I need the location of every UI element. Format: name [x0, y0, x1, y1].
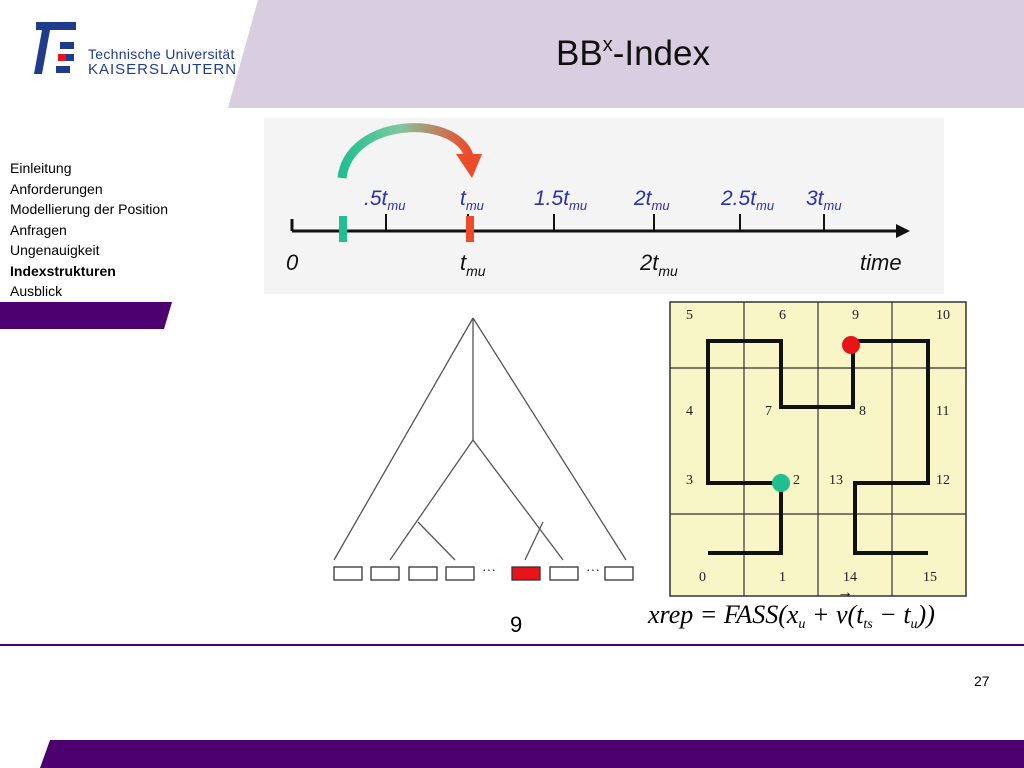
- tick-label-2.5: 2.5tmu: [720, 187, 774, 213]
- nav-item-anforderungen[interactable]: Anforderungen: [10, 180, 103, 197]
- university-logo-text: Technische Universität KAISERSLAUTERN: [88, 46, 237, 78]
- cell-label: 5: [686, 308, 693, 323]
- nav-item-ausblick[interactable]: Ausblick: [10, 283, 63, 299]
- cell-label: 0: [699, 570, 706, 585]
- cell-label: 4: [686, 404, 693, 419]
- footer-bar: [40, 740, 1024, 768]
- cell-label: 12: [936, 473, 950, 488]
- cell-label: 8: [859, 404, 866, 419]
- tick-label-1: tmu: [460, 187, 484, 213]
- nav-item-modellierung[interactable]: Modellierung der Position: [10, 201, 168, 217]
- ellipsis-2: ···: [586, 561, 600, 577]
- title-rest: -Index: [612, 34, 710, 73]
- space-filling-curve-grid: 5 6 9 10 4 7 8 11 3 2 13 12 0 1 14 15: [669, 301, 967, 597]
- formula-fn: FASS: [723, 600, 779, 629]
- formula-lhs: xrep: [648, 600, 694, 629]
- leaf-node-highlighted: [511, 566, 541, 581]
- axis-label-2t: 2tmu: [639, 250, 678, 279]
- page-number: 27: [974, 673, 990, 689]
- title-superscript: x: [602, 34, 613, 56]
- tick-label-3: 3tmu: [806, 187, 842, 213]
- cell-label: 2: [793, 473, 800, 488]
- query-point-green: [772, 474, 790, 492]
- university-logo-icon: [34, 22, 76, 74]
- timeline-figure: .5tmu tmu 1.5tmu 2tmu 2.5tmu 3tmu 0 tmu …: [264, 118, 944, 294]
- cell-label: 11: [936, 404, 949, 419]
- leaf-node: [604, 566, 634, 581]
- transition-arc: [337, 123, 474, 179]
- section-nav: Einleitung Anforderungen Modellierung de…: [10, 158, 168, 302]
- tick-label-0.5: .5tmu: [364, 187, 405, 213]
- cell-label: 13: [829, 473, 843, 488]
- formula-sub-u2: u: [910, 617, 918, 632]
- query-point-red: [842, 336, 860, 354]
- leaf-node: [333, 566, 363, 581]
- leaf-node: [370, 566, 400, 581]
- time-axis-arrow: [896, 224, 910, 238]
- formula-t: t: [856, 600, 864, 629]
- z-curve-path: [706, 339, 930, 555]
- formula-t2: t: [903, 600, 911, 629]
- formula-eq: =: [693, 600, 724, 629]
- formula-sub-u: u: [798, 617, 806, 632]
- formula-vector-v: v→: [835, 584, 853, 629]
- now-marker: [466, 216, 474, 242]
- formula-sub-ts: ts: [863, 617, 873, 632]
- axis-label-0: 0: [286, 250, 299, 275]
- slide-title: BBx-Index: [556, 34, 710, 74]
- ellipsis-1: ···: [482, 561, 496, 577]
- formula: xrep = FASS(xu + v→(tts − tu)): [648, 584, 935, 632]
- footer-rule: [0, 644, 1024, 646]
- bx-tree-figure: ··· ···: [333, 317, 634, 581]
- start-marker: [339, 216, 347, 242]
- nav-item-indexstrukturen[interactable]: Indexstrukturen: [10, 262, 116, 279]
- cell-label: 10: [936, 308, 950, 323]
- tick-label-2: 2tmu: [633, 187, 670, 213]
- cell-label: 6: [779, 308, 786, 323]
- cell-label: 3: [686, 473, 693, 488]
- leaf-node: [445, 566, 475, 581]
- axis-label-time: time: [860, 250, 902, 275]
- tick-label-1.5: 1.5tmu: [534, 187, 587, 213]
- title-base: BB: [556, 34, 603, 73]
- nav-item-einleitung[interactable]: Einleitung: [10, 160, 72, 176]
- nav-item-anfragen[interactable]: Anfragen: [10, 221, 67, 238]
- tree-caption: 9: [510, 612, 523, 637]
- cell-label: 1: [779, 570, 786, 585]
- logo-line1: Technische Universität: [88, 46, 235, 62]
- leaf-node: [549, 566, 579, 581]
- cell-label: 9: [852, 308, 859, 323]
- cell-label: 7: [765, 404, 772, 419]
- axis-label-t: tmu: [460, 250, 486, 279]
- formula-x: x: [786, 600, 799, 629]
- nav-item-ungenauigkeit[interactable]: Ungenauigkeit: [10, 242, 100, 258]
- cell-label: 15: [923, 570, 937, 585]
- cell-label: 14: [843, 570, 857, 585]
- nav-underline-bar: [0, 302, 172, 329]
- title-band: [228, 0, 1024, 108]
- leaf-node: [408, 566, 438, 581]
- logo-line2: KAISERSLAUTERN: [88, 61, 238, 78]
- arc-arrowhead: [456, 154, 482, 178]
